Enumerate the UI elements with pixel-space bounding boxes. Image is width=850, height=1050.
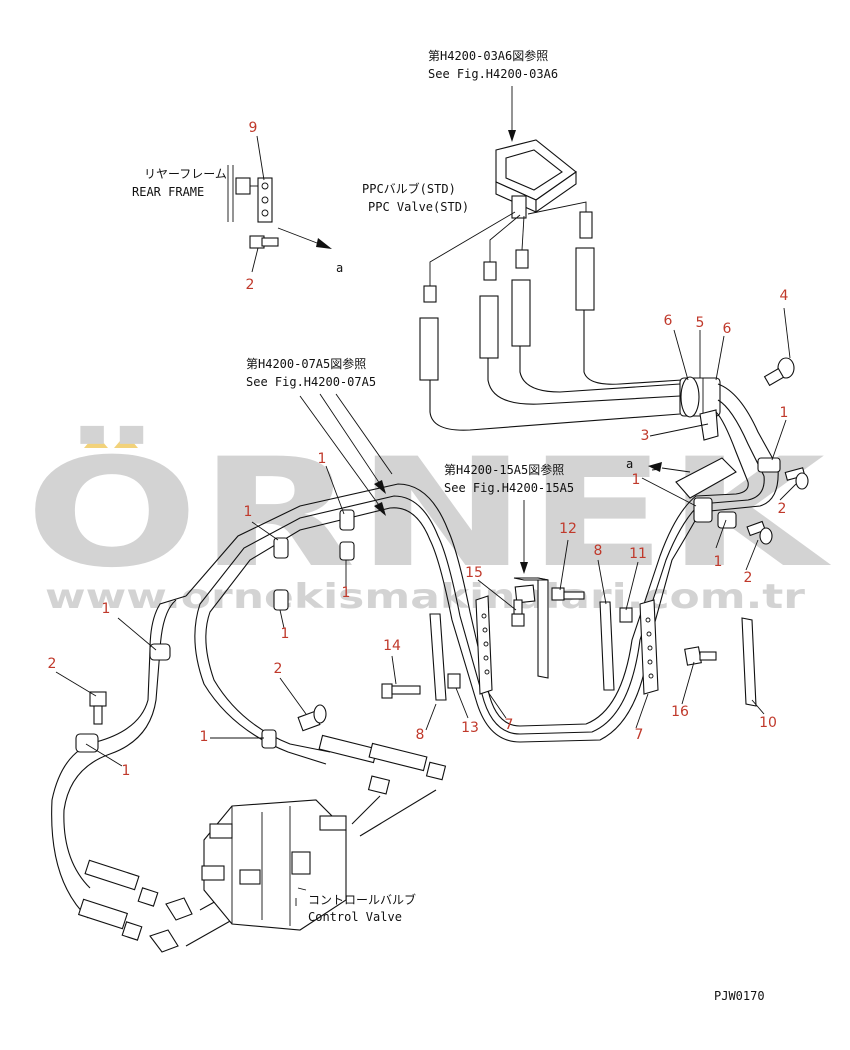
arrow-ppc-ref-icon xyxy=(508,130,516,142)
callout-6: 6 xyxy=(723,321,732,337)
view-a-label-mid: a xyxy=(626,457,633,471)
bolt-2-frame xyxy=(249,235,279,249)
leader-lines xyxy=(55,135,797,891)
pilot-hoses-upper xyxy=(419,201,683,431)
arrow-07a5-ref-b-icon xyxy=(374,502,386,516)
callout-10: 10 xyxy=(759,715,777,731)
callout-2: 2 xyxy=(778,501,787,517)
callout-2: 2 xyxy=(48,656,57,672)
callout-1: 1 xyxy=(632,472,641,488)
callout-8: 8 xyxy=(416,727,425,743)
bolt-2-right-upper xyxy=(784,467,809,490)
ref-07a5-en: See Fig.H4200-07A5 xyxy=(246,375,376,389)
bolt-2-center xyxy=(297,704,327,732)
watermark-url: www.ornekismakinalari.com.tr xyxy=(45,577,805,617)
bolt-12 xyxy=(551,587,585,601)
callout-1: 1 xyxy=(244,504,253,520)
callout-3: 3 xyxy=(641,428,650,444)
arrow-a-mid-icon xyxy=(648,462,662,472)
bolt-4 xyxy=(763,357,795,387)
callout-5: 5 xyxy=(696,315,705,331)
ref-03a6-en: See Fig.H4200-03A6 xyxy=(428,67,558,81)
callout-1: 1 xyxy=(122,763,131,779)
callout-2: 2 xyxy=(744,570,753,586)
callout-9: 9 xyxy=(249,120,258,136)
callout-15: 15 xyxy=(465,565,483,581)
main-hose-bundle xyxy=(51,483,521,953)
callout-1: 1 xyxy=(102,601,111,617)
control-valve-en: Control Valve xyxy=(308,910,402,924)
bolt-2-left xyxy=(89,691,107,725)
bolt-16 xyxy=(684,646,717,666)
rear-frame-jp: リヤーフレーム xyxy=(144,167,227,181)
callout-16: 16 xyxy=(671,704,689,720)
ppc-valve xyxy=(495,86,577,219)
control-valve-jp: コントロールバルブ xyxy=(308,892,416,907)
rear-frame-detail: a xyxy=(227,165,343,275)
callout-1: 1 xyxy=(200,729,209,745)
callout-7: 7 xyxy=(635,727,644,743)
callout-1: 1 xyxy=(318,451,327,467)
bracket-10 xyxy=(741,617,757,707)
bracket-8-right xyxy=(599,601,615,691)
arrow-a-top-icon xyxy=(316,238,332,249)
callout-6: 6 xyxy=(664,313,673,329)
bolt-14 xyxy=(381,683,421,699)
ref-03a6-jp: 第H4200-03A6図参照 xyxy=(428,48,548,63)
arrow-15a5-ref-icon xyxy=(520,562,528,574)
rear-frame-plate xyxy=(235,177,251,195)
callout-4: 4 xyxy=(780,288,789,304)
watermark-accent-right-icon xyxy=(114,434,138,448)
part-callouts: 9 2 4 6 5 6 3 1 1 2 1 2 1 1 1 1 1 2 2 1 … xyxy=(48,120,789,779)
bolt-15 xyxy=(511,599,525,627)
callout-13: 13 xyxy=(461,720,479,736)
ref-07a5-jp: 第H4200-07A5図参照 xyxy=(246,356,366,371)
callout-2: 2 xyxy=(246,277,255,293)
mounting-brackets xyxy=(89,577,757,732)
callout-1: 1 xyxy=(780,405,789,421)
callout-12: 12 xyxy=(559,521,577,537)
callout-7: 7 xyxy=(505,717,514,733)
bracket-8-left xyxy=(429,613,447,701)
arrow-07a5-ref-a-icon xyxy=(374,480,386,494)
ppc-valve-jp: PPCバルブ(STD) xyxy=(362,181,456,196)
callout-2: 2 xyxy=(274,661,283,677)
drawing-code: PJW0170 xyxy=(714,989,765,1003)
ref-15a5-en: See Fig.H4200-15A5 xyxy=(444,481,574,495)
callout-14: 14 xyxy=(383,638,401,654)
ppc-valve-en: PPC Valve(STD) xyxy=(368,200,469,214)
clamp-assembly xyxy=(679,357,795,483)
bracket-15a5 xyxy=(537,577,549,679)
callout-1: 1 xyxy=(714,554,723,570)
bolt-2-right-lower xyxy=(746,520,773,545)
rear-frame-en: REAR FRAME xyxy=(132,185,204,199)
right-hose-run: a xyxy=(519,457,809,743)
callout-8: 8 xyxy=(594,543,603,559)
callout-1: 1 xyxy=(342,585,351,601)
watermark-accent-left-icon xyxy=(84,434,108,448)
control-valve xyxy=(201,799,347,931)
callout-11: 11 xyxy=(629,546,647,562)
ref-15a5-jp: 第H4200-15A5図参照 xyxy=(444,462,564,477)
bracket-9 xyxy=(257,177,273,223)
plate-7-right xyxy=(639,599,659,695)
view-a-label-top: a xyxy=(336,261,343,275)
callout-1: 1 xyxy=(281,626,290,642)
reference-labels: 第H4200-03A6図参照 See Fig.H4200-03A6 PPCバルブ… xyxy=(132,48,765,1003)
